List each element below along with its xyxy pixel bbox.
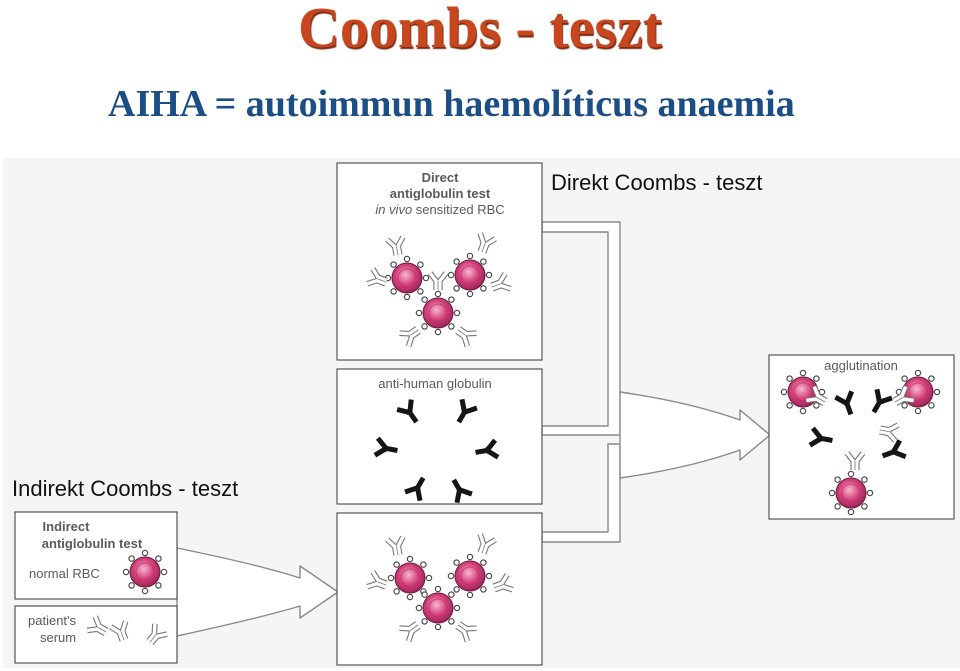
rbc-cell (447, 553, 493, 599)
direct-panel-line3: in vivo sensitized RBC (375, 202, 504, 217)
page-title: Coombs - teszt (297, 0, 663, 60)
serum-panel-line2: serum (40, 630, 76, 645)
anti-human-globulin-label: anti-human globulin (378, 376, 491, 391)
indirect-panel-line2: antiglobulin test (42, 536, 143, 551)
rbc-cell (415, 290, 461, 336)
rbc-cell (415, 585, 461, 631)
rbc-cell (447, 252, 493, 298)
page-subtitle: AIHA = autoimmun haemolíticus anaemia (108, 83, 795, 125)
direct-coombs-caption: Direkt Coombs - teszt (551, 170, 763, 195)
direct-panel-line3-italic: in vivo (375, 202, 412, 217)
agglutination-arrow (619, 391, 771, 479)
rbc-cell (122, 549, 168, 595)
indirect-arrow (176, 547, 339, 637)
indirect-coombs-caption: Indirekt Coombs - teszt (12, 476, 239, 501)
serum-panel-line1: patient's (28, 613, 77, 628)
direct-panel-line2: antiglobulin test (390, 186, 491, 201)
rbc-cell (384, 255, 430, 301)
direct-connector (541, 221, 621, 436)
patient-serum-panel (14, 605, 178, 664)
indirect-panel-line3: normal RBC (29, 566, 100, 581)
lower-connector (541, 443, 621, 543)
anti-human-globulin-panel (336, 368, 543, 505)
direct-panel-line3-rest: sensitized RBC (412, 202, 504, 217)
direct-panel-line1: Direct (422, 170, 460, 185)
rbc-cell (828, 470, 874, 516)
indirect-panel-line1: Indirect (43, 519, 91, 534)
agglutination-label: agglutination (824, 358, 898, 373)
indirect-test-panel (14, 511, 178, 600)
